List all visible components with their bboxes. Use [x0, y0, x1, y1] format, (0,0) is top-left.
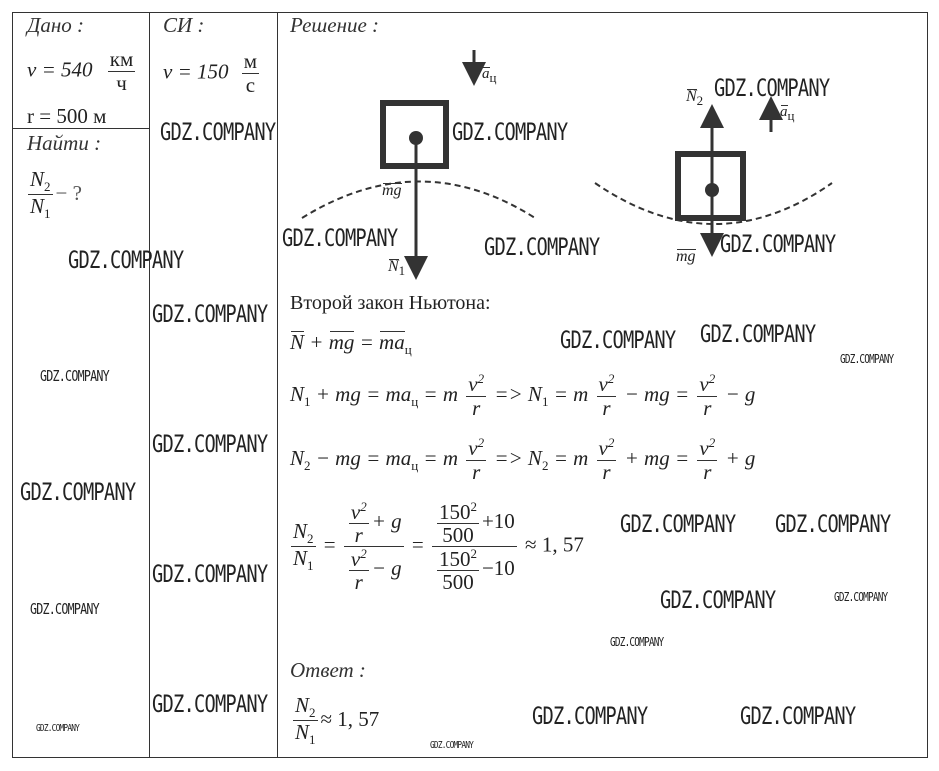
watermark: GDZ.COMPANY [160, 118, 276, 146]
column-divider [277, 12, 278, 757]
label-mg-top: mg [382, 182, 402, 199]
watermark: GDZ.COMPANY [714, 74, 830, 102]
watermark: GDZ.COMPANY [152, 430, 268, 458]
newton-law-title: Второй закон Ньютона: [290, 292, 491, 314]
watermark: GDZ.COMPANY [152, 690, 268, 718]
label-n2: N2 [686, 88, 704, 109]
given-heading: Дано : [27, 13, 85, 37]
force-diagram [301, 50, 833, 280]
watermark: GDZ.COMPANY [20, 478, 136, 506]
watermark: GDZ.COMPANY [775, 510, 891, 538]
answer-heading: Ответ : [290, 658, 366, 682]
watermark: GDZ.COMPANY [740, 702, 856, 730]
unit-num: км [107, 47, 136, 73]
watermark: GDZ.COMPANY [36, 723, 80, 734]
solution-heading: Решение : [290, 13, 380, 37]
velocity-value: v = 540 [27, 57, 93, 82]
si-heading: СИ : [163, 13, 205, 37]
watermark: GDZ.COMPANY [620, 510, 736, 538]
watermark: GDZ.COMPANY [40, 367, 110, 385]
row-divider [12, 128, 149, 129]
watermark: GDZ.COMPANY [484, 233, 600, 261]
watermark: GDZ.COMPANY [430, 740, 474, 751]
watermark: GDZ.COMPANY [700, 320, 816, 348]
label-a-bottom: aц [780, 104, 795, 123]
watermark: GDZ.COMPANY [152, 560, 268, 588]
watermark: GDZ.COMPANY [452, 118, 568, 146]
watermark: GDZ.COMPANY [532, 702, 648, 730]
watermark: GDZ.COMPANY [840, 352, 894, 366]
label-n1: N1 [388, 258, 406, 279]
find-heading: Найти : [27, 131, 102, 155]
watermark: GDZ.COMPANY [720, 230, 836, 258]
watermark: GDZ.COMPANY [30, 600, 100, 618]
unit-den: ч [116, 71, 127, 96]
watermark: GDZ.COMPANY [560, 326, 676, 354]
watermark: GDZ.COMPANY [152, 300, 268, 328]
watermark: GDZ.COMPANY [68, 246, 184, 274]
vector-equation: N + mg = maц [290, 330, 412, 358]
given-radius: r = 500 м [27, 104, 107, 128]
watermark: GDZ.COMPANY [660, 586, 776, 614]
label-a-top: aц [482, 66, 497, 85]
watermark: GDZ.COMPANY [834, 590, 888, 604]
concave-road-arc [594, 182, 833, 225]
convex-road-arc [301, 180, 536, 219]
column-divider [149, 12, 150, 757]
label-mg-bottom: mg [676, 248, 696, 265]
table-frame [12, 12, 928, 758]
watermark: GDZ.COMPANY [610, 635, 664, 649]
watermark: GDZ.COMPANY [282, 224, 398, 252]
